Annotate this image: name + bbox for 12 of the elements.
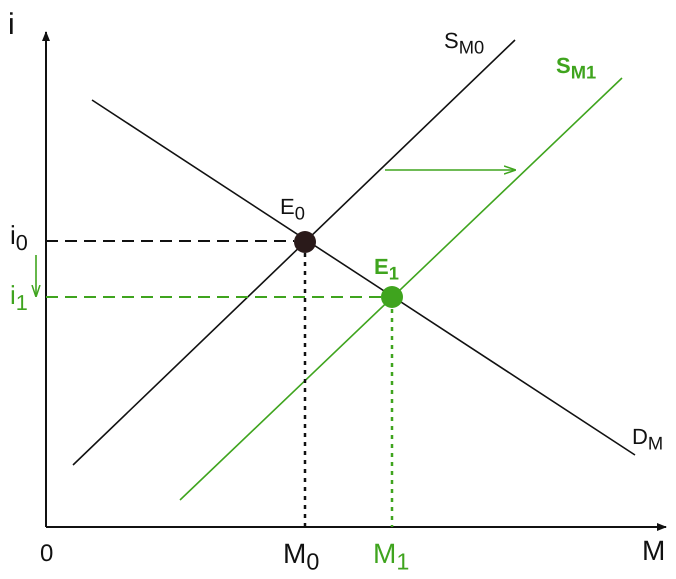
axis-value: 0 bbox=[40, 542, 54, 566]
axis-value: i$_{0}$ bbox=[10, 222, 28, 254]
axis-value: M$_{1}$ bbox=[373, 540, 410, 574]
point-label: E$_{0}$ bbox=[280, 196, 305, 223]
curve-label: S$_{M1}$ bbox=[556, 55, 596, 82]
axis-value: M$_{0}$ bbox=[283, 540, 320, 574]
point-label: E$_{1}$ bbox=[374, 256, 399, 283]
axis-value: i$_{1}$ bbox=[10, 282, 28, 314]
curve-label: D$_{M}$ bbox=[632, 426, 664, 453]
curve-label: S$_{M0}$ bbox=[444, 30, 484, 57]
axis-label: i bbox=[8, 10, 15, 40]
axis-label: M bbox=[642, 537, 666, 565]
